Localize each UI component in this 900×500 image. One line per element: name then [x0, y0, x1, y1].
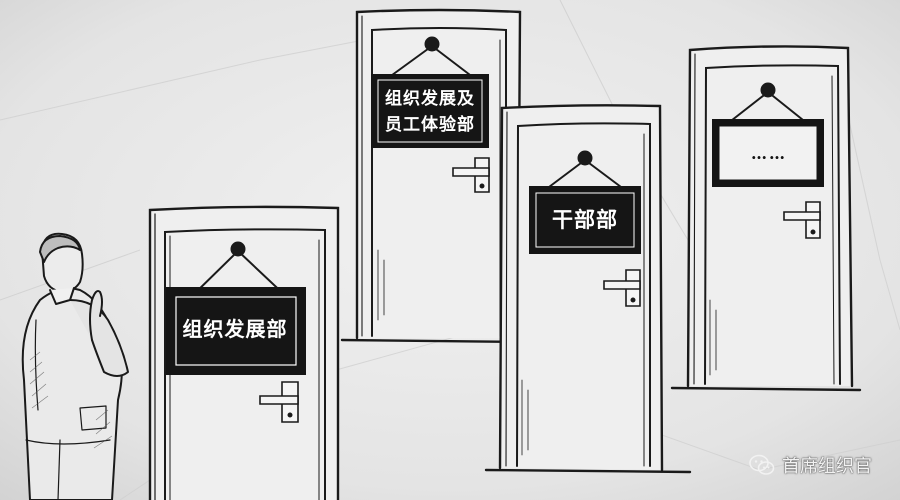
- door-3-sign-text: 干部部: [532, 203, 638, 237]
- door-1-sign: [166, 287, 306, 375]
- door-2-sign-text: 组织发展及 员工体验部: [375, 86, 485, 138]
- door-3-sign-line-1: 干部部: [552, 207, 618, 232]
- watermark-label: 首席组织官: [782, 456, 872, 477]
- door-4-sign-text: ……: [716, 139, 822, 169]
- door-2-sign-line-1: 组织发展及: [385, 89, 475, 109]
- door-1-sign-text: 组织发展部: [168, 312, 302, 346]
- door-1-sign-line-1: 组织发展部: [182, 317, 288, 341]
- thinking-man: [21, 232, 129, 500]
- door-4-sign-line-1: ……: [751, 144, 787, 163]
- door-3: [484, 104, 692, 474]
- door-4: [670, 45, 862, 392]
- door-2-sign: [371, 74, 489, 148]
- wechat-icon: [749, 454, 775, 476]
- man-shading: [29, 351, 113, 449]
- watermark: 首席组织官: [749, 452, 872, 478]
- door-3-sign: [529, 186, 641, 254]
- door-2-sign-line-2: 员工体验部: [385, 115, 475, 135]
